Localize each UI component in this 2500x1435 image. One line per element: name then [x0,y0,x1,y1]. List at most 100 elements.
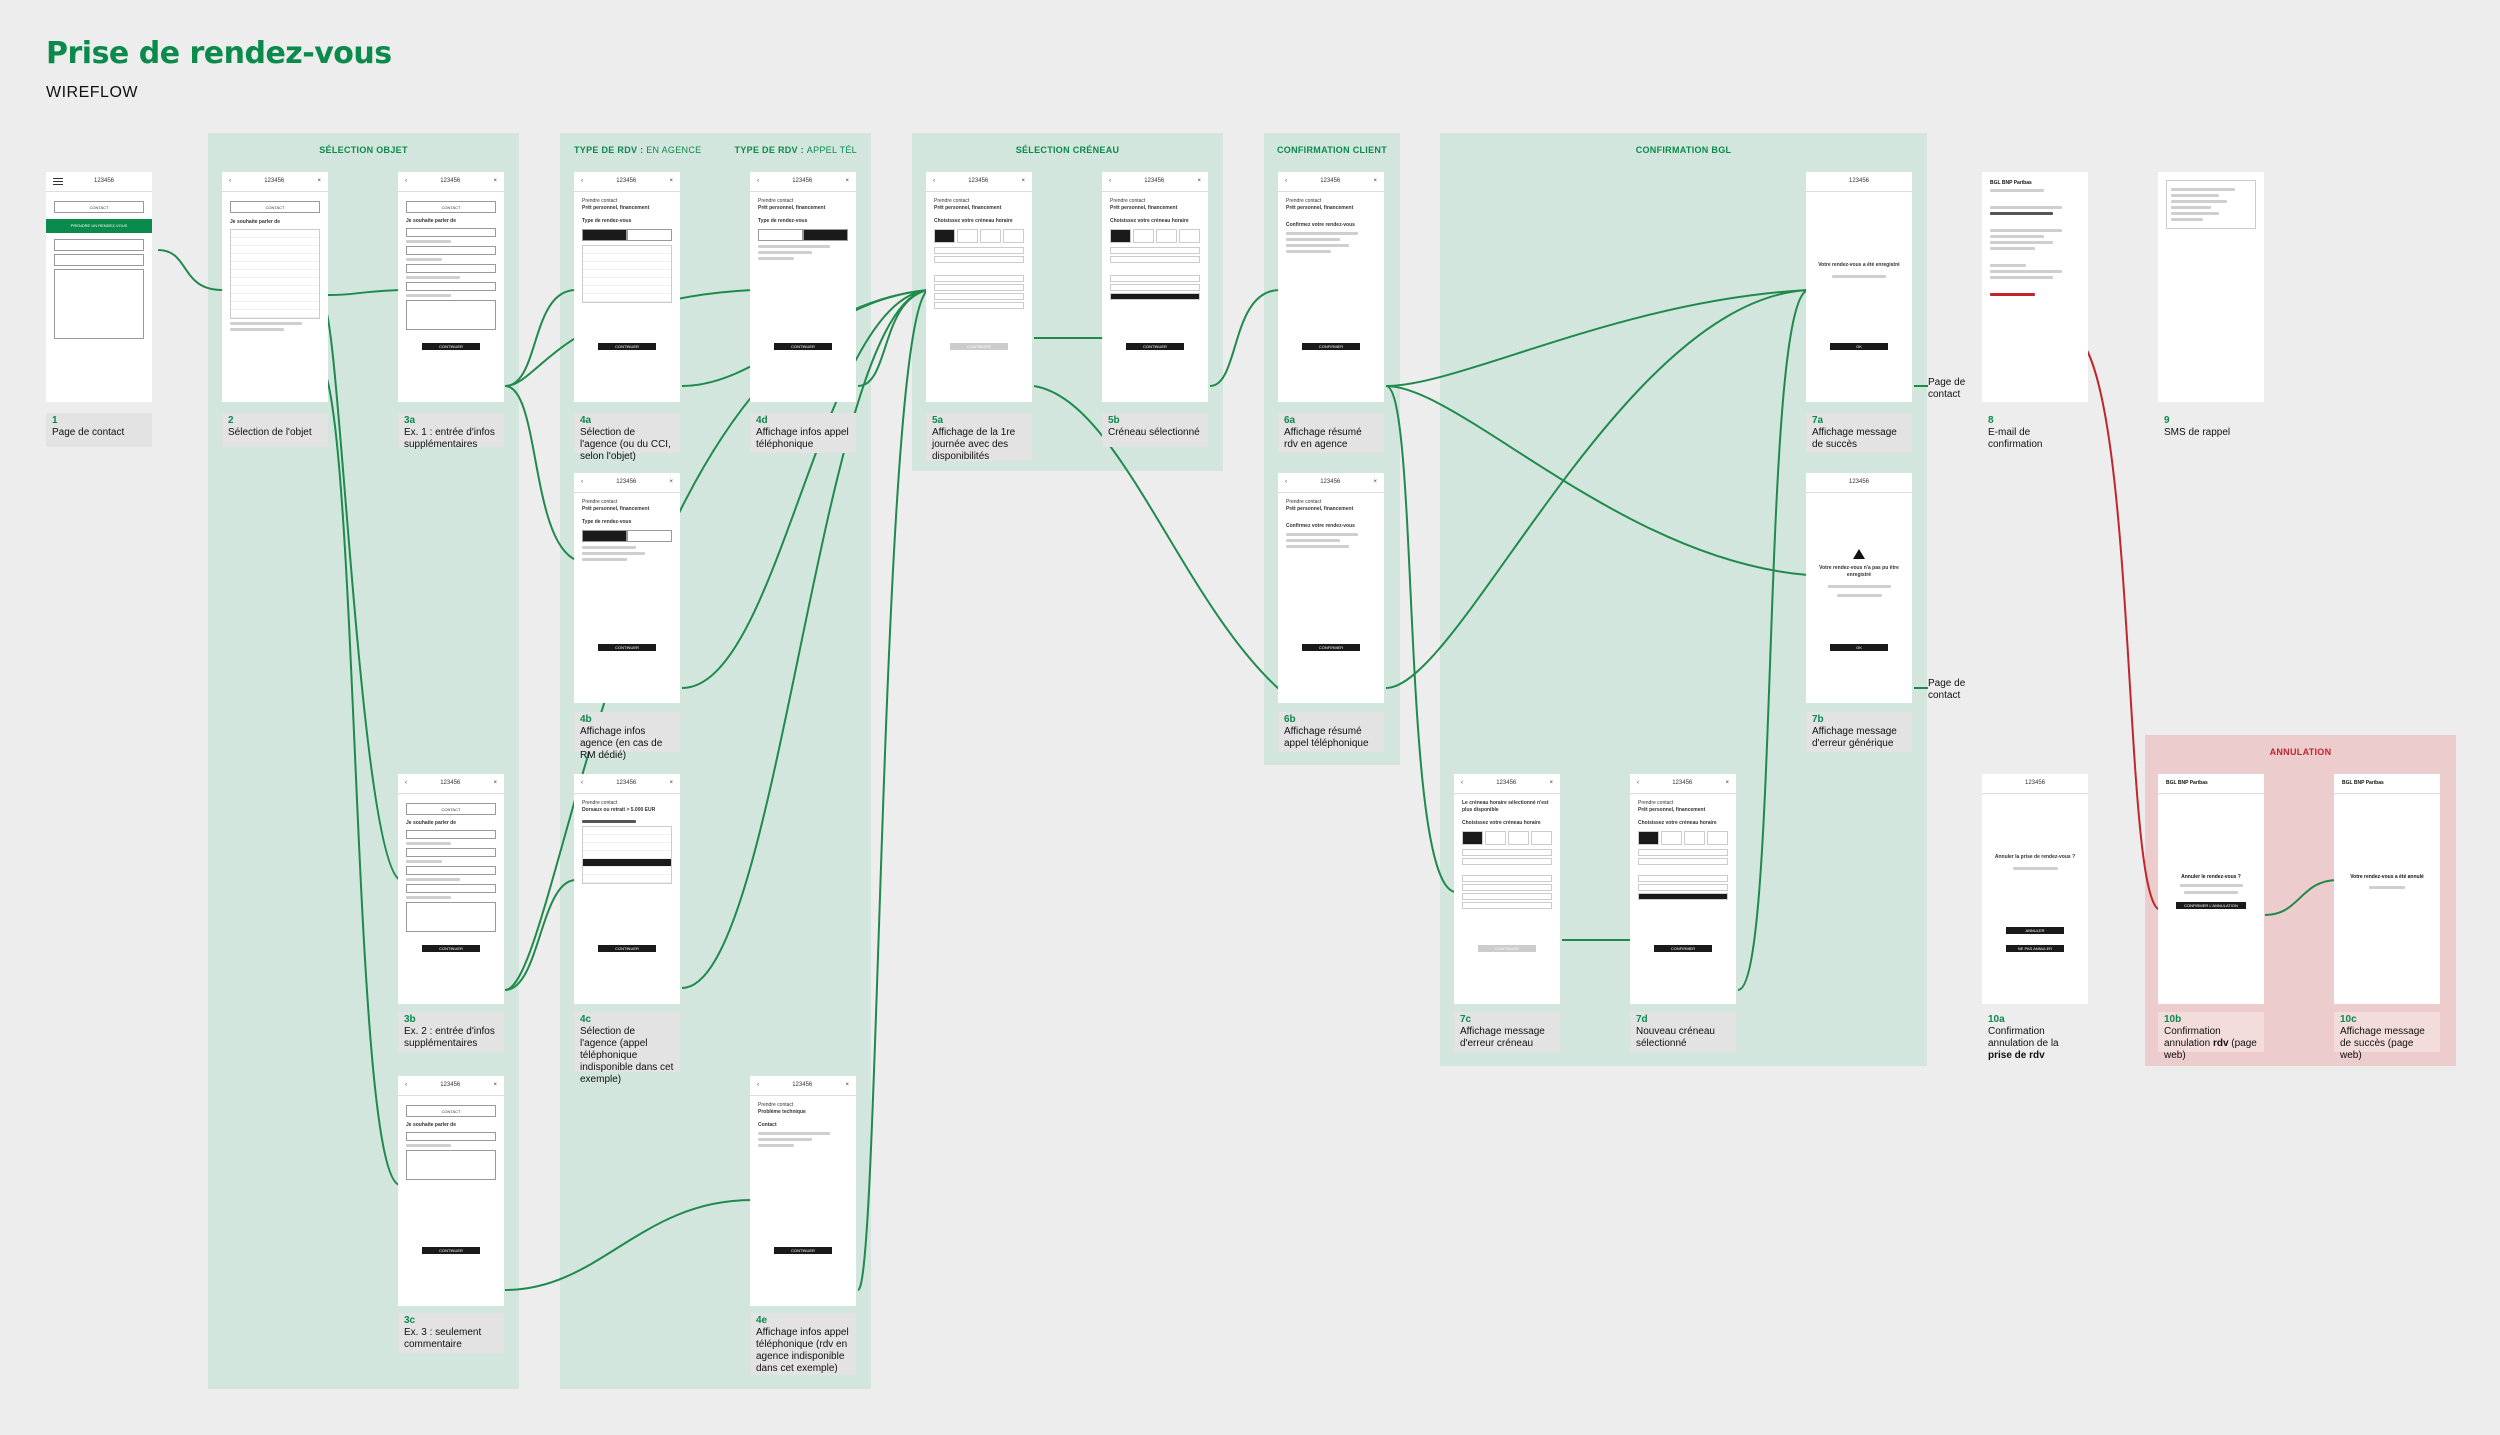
wire [1385,385,1457,893]
continuer-button[interactable]: CONTINUER [422,1247,480,1254]
wire [1385,385,1809,576]
screen-10c: BGL BNP Paribas Votre rendez-vous a été … [2334,774,2440,1004]
group-label: SÉLECTION CRÉNEAU [1015,145,1120,155]
continuer-button[interactable]: CONTINUER [950,343,1008,350]
page-title: Prise de rendez-vous [46,36,392,71]
screen-3a[interactable]: ‹123456× CONTACT Je souhaite parler de C… [398,172,504,402]
wire [504,879,577,991]
menu-icon[interactable] [53,178,63,185]
screen-5a[interactable]: ‹123456× Prendre contact Prêt personnel,… [926,172,1032,402]
screen-4d[interactable]: ‹123456× Prendre contact Prêt personnel,… [750,172,856,402]
contact-button[interactable]: CONTACT [54,201,144,213]
wire [1209,289,1281,387]
screen-6b[interactable]: ‹123456× Prendre contact Prêt personnel,… [1278,473,1384,703]
confirmer-button[interactable]: CONFIRMER [1654,945,1712,952]
screen-9-sms [2158,172,2264,402]
screen-4a[interactable]: ‹123456× Prendre contact Prêt personnel,… [574,172,680,402]
screen-10b[interactable]: BGL BNP Paribas Annuler le rendez-vous ?… [2158,774,2264,1004]
screen-7c[interactable]: ‹123456× Le créneau horaire sélectionné … [1454,774,1560,1004]
page-subtitle: WIREFLOW [46,84,138,101]
wire [317,359,401,1186]
prendre-rdv-button[interactable]: PRENDRE UN RENDEZ-VOUS [46,219,152,233]
close-icon: × [317,178,321,184]
wire [1385,289,1809,689]
ok-button[interactable]: OK [1830,644,1888,651]
continuer-button[interactable]: CONTINUER [774,1247,832,1254]
wire [2264,879,2339,916]
screen-4c[interactable]: ‹123456× Prendre contact Dorsaux ou retr… [574,774,680,1004]
screen-3c[interactable]: ‹123456× CONTACT Je souhaite parler de C… [398,1076,504,1306]
wire [504,289,929,991]
continuer-button[interactable]: CONTINUER [598,945,656,952]
group-label: CONFIRMATION CLIENT [1276,145,1388,155]
continuer-button[interactable]: CONTINUER [1126,343,1184,350]
group-label-tel: TYPE DE RDV : APPEL TÉL [734,145,857,155]
back-icon: ‹ [229,178,231,184]
wire [681,289,929,989]
screen-4b[interactable]: ‹123456× Prendre contact Prêt personnel,… [574,473,680,703]
screen-1-contact[interactable]: 123456 CONTACT PRENDRE UN RENDEZ-VOUS [46,172,152,402]
continuer-button[interactable]: CONTINUER [422,343,480,350]
ne-pas-annuler-button[interactable]: NE PAS ANNULER [2006,945,2064,952]
confirmer-button[interactable]: CONFIRMER [1302,343,1360,350]
screen-6a[interactable]: ‹123456× Prendre contact Prêt personnel,… [1278,172,1384,402]
continuer-button[interactable]: CONTINUER [598,644,656,651]
group-label: SÉLECTION OBJET [319,145,408,155]
continuer-button[interactable]: CONTINUER [774,343,832,350]
continuer-button[interactable]: CONTINUER [422,945,480,952]
ok-button[interactable]: OK [1830,343,1888,350]
warning-icon [1853,549,1865,559]
confirmer-button[interactable]: CONFIRMER [1302,644,1360,651]
screen-3b[interactable]: ‹123456× CONTACT Je souhaite parler de C… [398,774,504,1004]
side-label-contact: Page de contact [1928,377,1966,400]
wire [504,289,577,387]
wire [857,289,929,1291]
close-icon: × [493,178,497,184]
screen-8-email: BGL BNP Paribas [1982,172,2088,402]
wire [1385,289,1809,387]
group-label: ANNULATION [2269,747,2332,757]
screen-7b[interactable]: 123456 Votre rendez-vous n'a pas pu être… [1806,473,1912,703]
wire [504,289,753,387]
wire [323,304,401,881]
wire [857,289,929,387]
wire [327,289,401,296]
screen-7d[interactable]: ‹123456× Prendre contact Prêt personnel,… [1630,774,1736,1004]
screen-7a[interactable]: 123456 Votre rendez-vous a été enregistr… [1806,172,1912,402]
wire [504,1199,753,1291]
continuer-button[interactable]: CONTINUER [598,343,656,350]
group-label: CONFIRMATION BGL [1635,145,1732,155]
wire-annulation [2064,329,2161,911]
continuer-button[interactable]: CONTINUER [1478,945,1536,952]
group-label-agence: TYPE DE RDV : EN AGENCE [574,145,702,155]
screen-10a[interactable]: 123456 Annuler la prise de rendez-vous ?… [1982,774,2088,1004]
screen-2-objet[interactable]: ‹123456× CONTACT Je souhaite parler de [222,172,328,402]
screen-5b[interactable]: ‹123456× Prendre contact Prêt personnel,… [1102,172,1208,402]
wire [1033,385,1281,691]
annuler-button[interactable]: ANNULER [2006,927,2064,934]
wire [1737,289,1809,991]
screen-4e[interactable]: ‹123456× Prendre contact Problème techni… [750,1076,856,1306]
confirmer-annulation-button[interactable]: CONFIRMER L'ANNULATION [2176,902,2246,909]
wire [504,385,577,561]
